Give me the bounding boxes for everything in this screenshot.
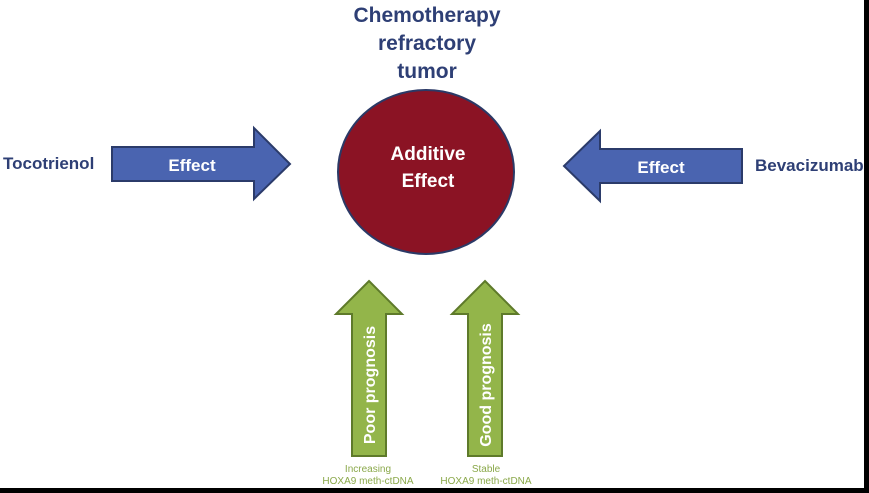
additive-effect-circle: Additive Effect [337,89,515,255]
title-line-3: tumor [397,60,457,83]
right-arrow-shape [562,128,743,204]
center-line-1: Additive [391,144,466,165]
center-line-2: Effect [402,171,455,192]
good-arrow-label: Good prognosis [478,323,495,447]
left-arrow-label: Effect [168,156,216,175]
poor-prognosis-arrow: Poor prognosis [333,279,405,457]
right-drug-label: Bevacizumab [755,156,864,175]
right-arrow-label: Effect [637,158,685,177]
poor-arrow-shape [333,279,405,457]
poor-note-line-2: HOXA9 meth-ctDNA [322,476,414,487]
poor-arrow-label: Poor prognosis [362,326,379,444]
right-effect-arrow: Effect [562,128,743,204]
poor-note-line-1: Increasing [344,464,392,475]
good-prognosis-note: Stable HOXA9 meth-ctDNA [416,464,556,488]
good-note-line-2: HOXA9 meth-ctDNA [440,476,532,487]
good-prognosis-arrow: Good prognosis [449,279,521,457]
title-line-2: refractory [377,32,477,55]
left-drug-label: Tocotrienol [3,154,95,173]
good-note-line-1: Stable [471,464,501,475]
center-circle-shape [337,89,515,255]
good-arrow-shape [449,279,521,457]
poor-prognosis-note: Increasing HOXA9 meth-ctDNA [298,464,438,488]
left-effect-arrow: Effect [111,125,292,202]
title-line-1: Chemotherapy [353,4,501,27]
left-arrow-shape [111,125,292,202]
